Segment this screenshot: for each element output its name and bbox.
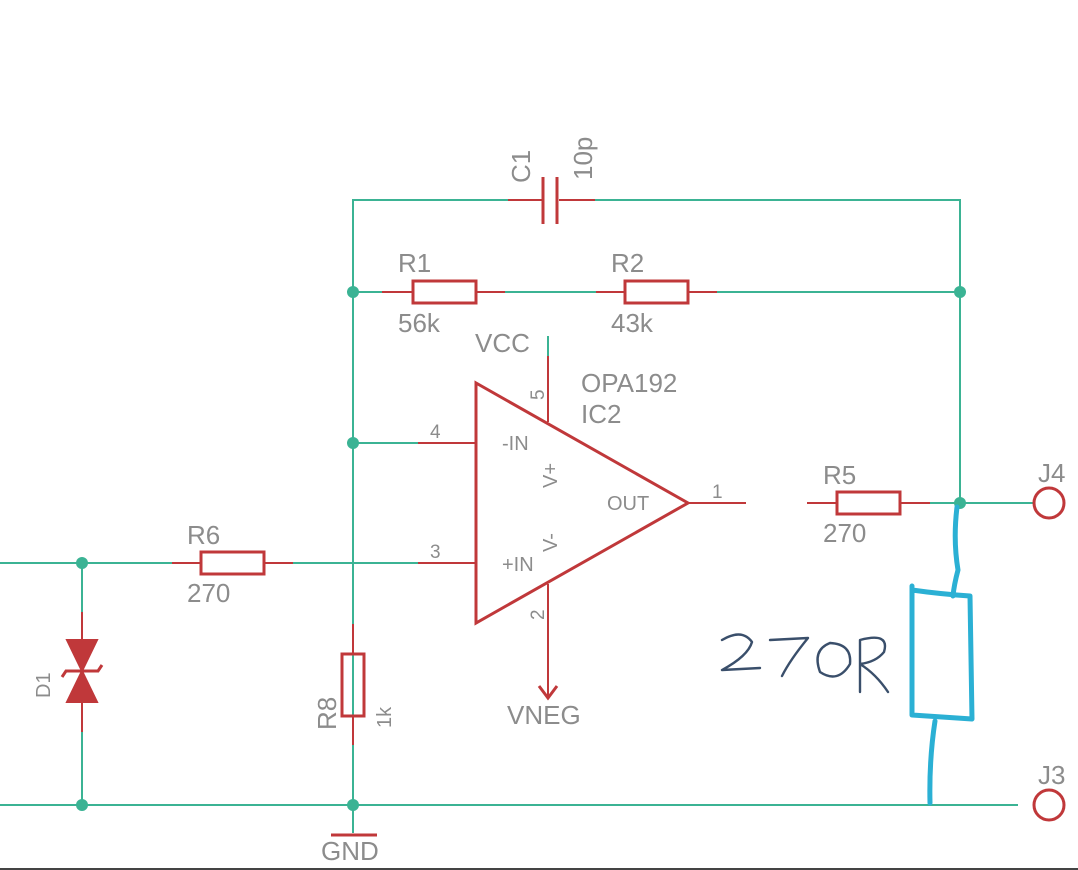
wire-c1-right [595, 199, 961, 503]
resistor-r1[interactable]: R1 56k [382, 248, 505, 338]
opamp-pin-2-number: 2 [528, 609, 549, 620]
opamp-ic2[interactable]: 4 3 1 5 2 -IN +IN OUT V+ V- OPA192 IC2 [418, 356, 746, 698]
vneg-supply: VNEG [507, 685, 581, 730]
gnd-label: GND [321, 836, 379, 866]
r8-ref-label: R8 [312, 697, 342, 730]
opamp-out-label: OUT [607, 493, 649, 515]
opamp-inv-label: -IN [502, 433, 529, 455]
connector-j3[interactable]: J3 [1032, 760, 1066, 822]
gnd-supply: GND [321, 833, 379, 866]
opamp-vpos-label: V+ [540, 463, 562, 488]
r2-value-label: 43k [611, 308, 654, 338]
junctions [76, 286, 966, 811]
wires [0, 199, 1034, 833]
junction-dot [347, 799, 359, 811]
r8-value-label: 1k [374, 706, 396, 728]
capacitor-c1[interactable]: C1 10p [506, 137, 598, 224]
junction-dot [76, 799, 88, 811]
opamp-noninv-label: +IN [502, 554, 534, 576]
junction-dot [954, 286, 966, 298]
r1-value-label: 56k [398, 308, 441, 338]
vneg-label: VNEG [507, 700, 581, 730]
opamp-part-label: OPA192 [581, 368, 677, 398]
opamp-pin-5-number: 5 [528, 389, 549, 400]
vcc-label: VCC [475, 328, 530, 358]
r1-ref-label: R1 [398, 248, 431, 278]
resistor-r6[interactable]: R6 270 [172, 520, 293, 608]
opamp-pin-4-number: 4 [430, 422, 441, 443]
j4-label: J4 [1038, 458, 1065, 488]
junction-dot [76, 557, 88, 569]
opamp-vneg-label: V- [540, 533, 562, 552]
c1-value-label: 10p [568, 137, 598, 180]
handwritten-annotation-text [720, 633, 890, 694]
resistor-r5[interactable]: R5 270 [807, 460, 930, 548]
opamp-ref-label: IC2 [581, 399, 621, 429]
opamp-pin-3-number: 3 [430, 542, 441, 563]
opamp-pin-1-number: 1 [712, 482, 723, 503]
r5-ref-label: R5 [823, 460, 856, 490]
vneg-arrow-icon [537, 685, 559, 701]
resistor-r8[interactable]: R8 1k [312, 624, 396, 745]
r5-value-label: 270 [823, 518, 866, 548]
tvs-diode-d1[interactable]: D1 [33, 612, 104, 732]
handwritten-resistor [720, 504, 975, 806]
wire-c1-feedback [352, 199, 508, 805]
connector-j4[interactable]: J4 [1032, 458, 1066, 520]
j3-label: J3 [1038, 760, 1065, 790]
junction-dot [347, 437, 359, 449]
r2-ref-label: R2 [611, 248, 644, 278]
d1-ref-label: D1 [33, 672, 55, 698]
c1-ref-label: C1 [506, 150, 536, 183]
vcc-supply: VCC [475, 328, 530, 358]
junction-dot [347, 286, 359, 298]
r6-ref-label: R6 [187, 520, 220, 550]
r6-value-label: 270 [187, 578, 230, 608]
resistor-r2[interactable]: R2 43k [596, 248, 717, 338]
